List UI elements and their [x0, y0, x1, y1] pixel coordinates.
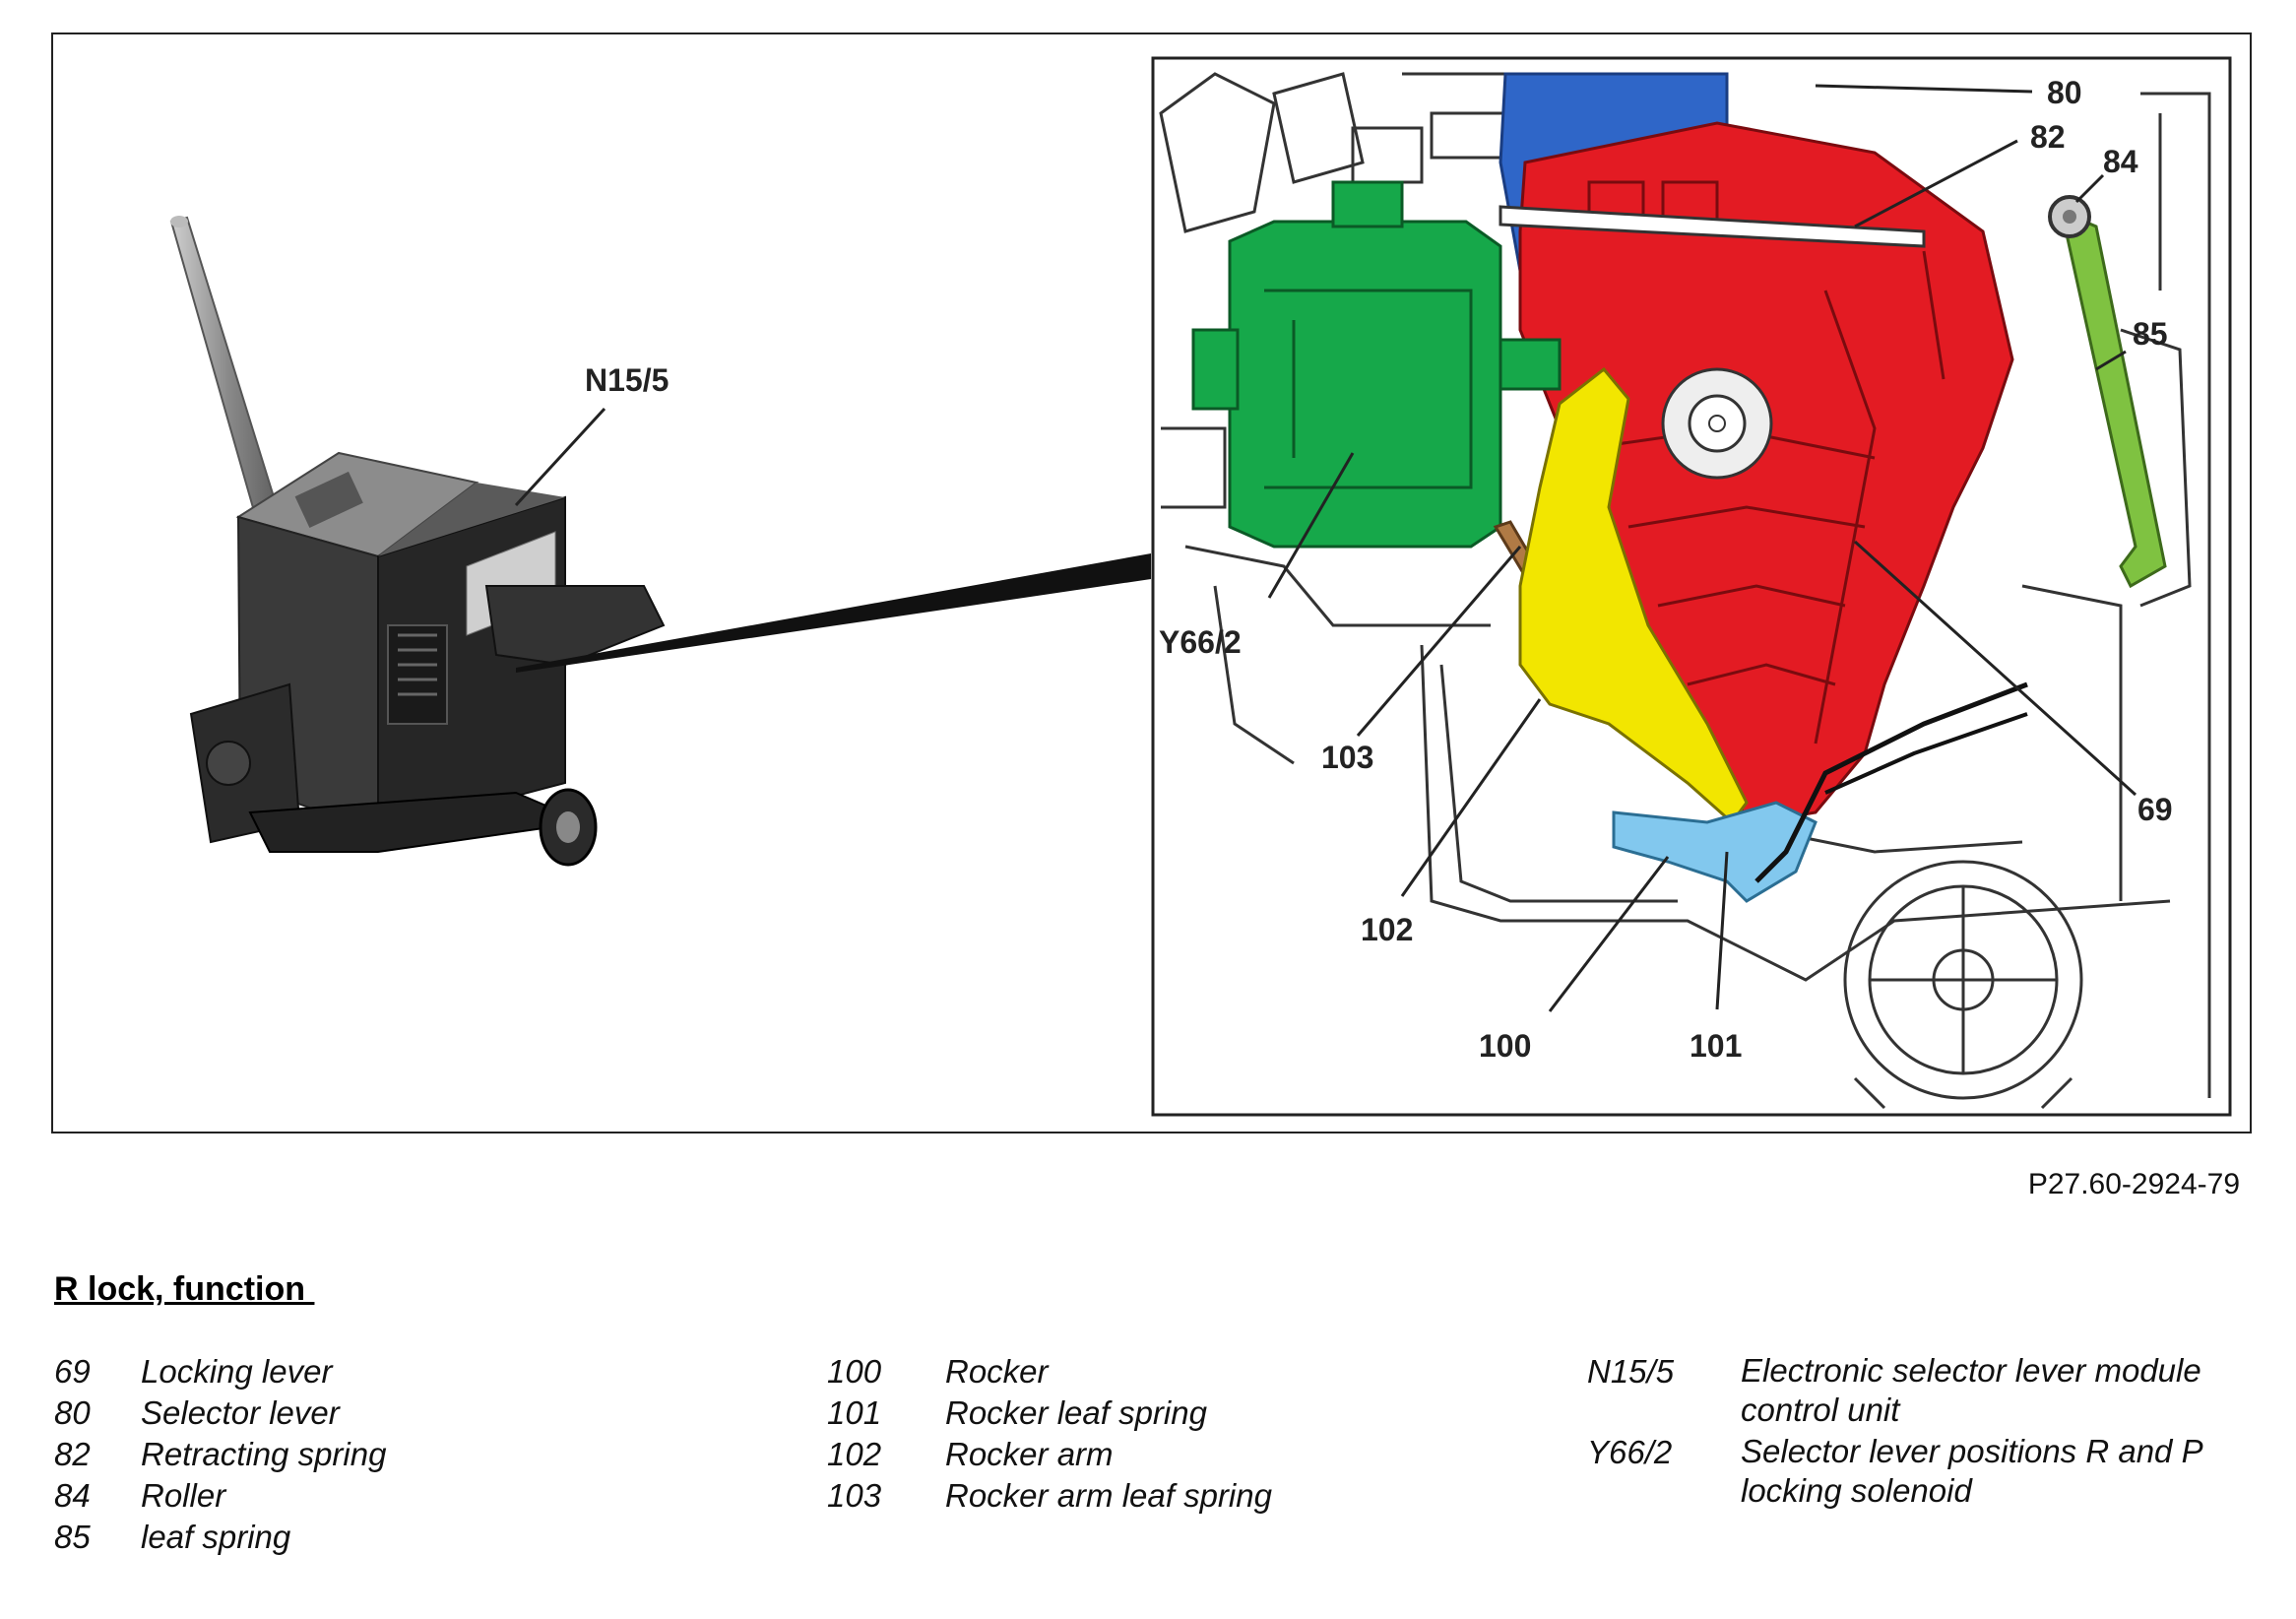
selector-module-photo: N15/5 — [169, 216, 669, 867]
legend-item: Y66/2 Selector lever positions R and P lo… — [1587, 1432, 2253, 1513]
section-title: R lock, function — [54, 1270, 315, 1308]
legend-key: 82 — [54, 1436, 91, 1472]
solenoid-y66-2 — [1191, 180, 1562, 549]
legend-description: Rocker — [945, 1353, 1049, 1390]
callout-82: 82 — [2030, 119, 2066, 155]
legend-description: Locking lever — [141, 1353, 333, 1390]
legend-item: 82 Retracting spring — [54, 1434, 386, 1475]
legend-key: Y66/2 — [1587, 1434, 1673, 1470]
legend-description: Selector lever positions R and P locking… — [1741, 1433, 2202, 1509]
callout-100: 100 — [1479, 1028, 1531, 1064]
legend-description: Selector lever — [141, 1394, 340, 1431]
legend-description: Roller — [141, 1477, 226, 1514]
legend-item: 69 Locking lever — [54, 1351, 386, 1392]
callout-102: 102 — [1361, 912, 1413, 947]
figure-reference-number: P27.60-2924-79 — [2027, 1168, 2240, 1200]
legend-description: Electronic selector lever module control… — [1741, 1352, 2201, 1428]
legend-item: N15/5 Electronic selector lever module co… — [1587, 1351, 2253, 1432]
legend-key: N15/5 — [1587, 1353, 1675, 1390]
legend-key: 101 — [827, 1394, 882, 1431]
leaf-spring-85 — [2059, 209, 2167, 589]
retracting-spring-82 — [1499, 205, 1926, 248]
callout-69: 69 — [2137, 792, 2173, 827]
callout-84: 84 — [2103, 144, 2138, 179]
legend-item: 100 Rocker — [827, 1351, 1272, 1392]
rocker-leaf-spring-101 — [1754, 681, 2028, 883]
legend-key: 85 — [54, 1519, 91, 1555]
callout-80: 80 — [2047, 75, 2082, 110]
legend-item: 84 Roller — [54, 1475, 386, 1517]
legend-item: 80 Selector lever — [54, 1392, 386, 1434]
legend-key: 69 — [54, 1353, 91, 1390]
legend-item: 103 Rocker arm leaf spring — [827, 1475, 1272, 1517]
legend-item: 101 Rocker leaf spring — [827, 1392, 1272, 1434]
legend-key: 103 — [827, 1477, 882, 1514]
legend-key: 102 — [827, 1436, 882, 1472]
legend-column-1: 69 Locking lever 80 Selector lever 82 Retract… — [54, 1351, 386, 1558]
detail-drawing: 80 82 84 85 69 Y66/2 103 102 100 101 — [1151, 56, 2232, 1117]
zoom-connector — [516, 553, 1151, 673]
figure-frame: N15/5 — [51, 32, 2252, 1133]
legend-description: Retracting spring — [141, 1436, 387, 1472]
leader-n15-5 — [514, 407, 606, 507]
legend-description: Rocker arm — [945, 1436, 1114, 1472]
legend-column-3: N15/5 Electronic selector lever module co… — [1587, 1351, 2253, 1513]
legend-item: 102 Rocker arm — [827, 1434, 1272, 1475]
legend-key: 80 — [54, 1394, 91, 1431]
legend-description: leaf spring — [141, 1519, 291, 1555]
callout-y66-2: Y66/2 — [1159, 624, 1242, 660]
callout-103: 103 — [1321, 740, 1373, 775]
legend-description: Rocker arm leaf spring — [945, 1477, 1272, 1514]
callout-n15-5: N15/5 — [585, 362, 669, 398]
callout-101: 101 — [1690, 1028, 1742, 1064]
rocker-100 — [1612, 801, 1818, 903]
leader-lines — [1267, 84, 2137, 1012]
legend-description: Rocker leaf spring — [945, 1394, 1207, 1431]
figure-illustration: N15/5 — [169, 56, 2232, 1117]
legend-key: 100 — [827, 1353, 882, 1390]
callout-85: 85 — [2133, 316, 2168, 352]
legend-item: 85 leaf spring — [54, 1517, 386, 1558]
legend-key: 84 — [54, 1477, 91, 1514]
